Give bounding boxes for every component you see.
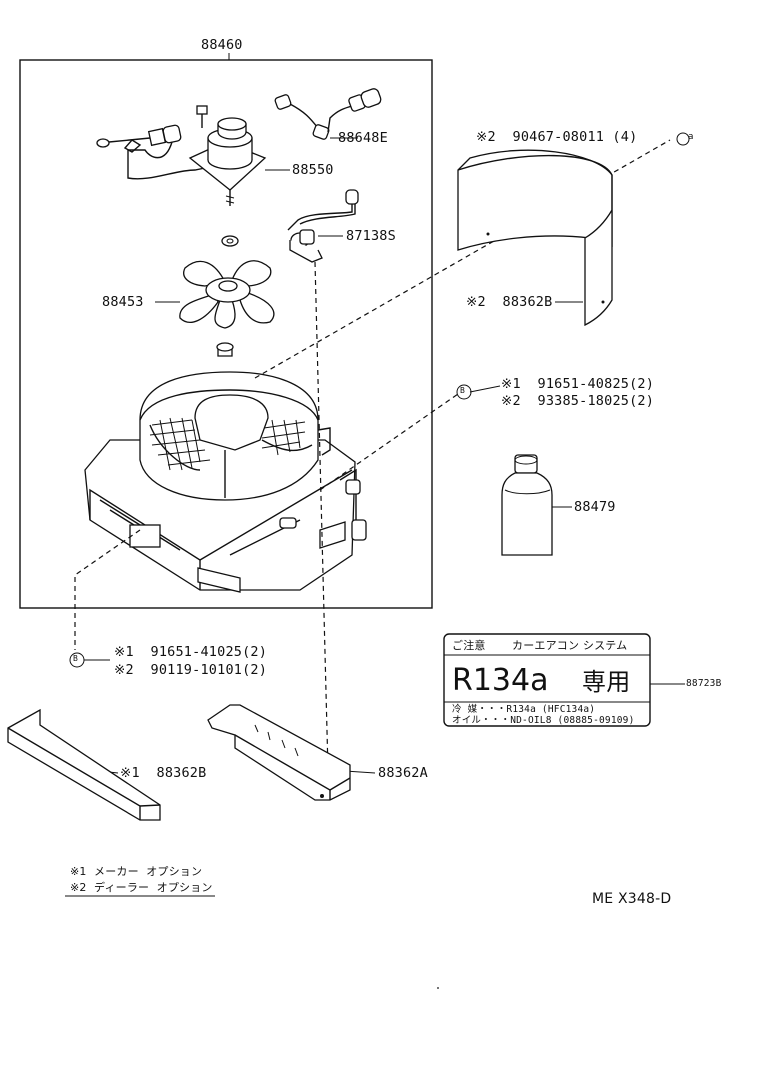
label-plate-drawing <box>443 633 651 727</box>
fan-88453-drawing <box>155 260 275 329</box>
sensor-87138s-drawing <box>287 189 359 263</box>
callout-88362b-bottom: ※1 88362B <box>120 765 207 781</box>
callout-bolt-bottom-2: ※2 90119-10101(2) <box>114 662 268 678</box>
diagram-code: ME X348-D <box>592 891 672 907</box>
oil-can-88479-drawing <box>501 454 553 556</box>
marker-a-label: a <box>688 132 694 142</box>
legend-line-1: ※1 メーカー オプション <box>70 865 203 878</box>
callout-87138s: 87138S <box>346 228 396 244</box>
bracket-88362b-bottom-drawing <box>7 708 161 821</box>
marker-b-top-label: B <box>460 386 466 395</box>
callout-88453: 88453 <box>102 294 144 310</box>
callout-88550: 88550 <box>292 162 334 178</box>
plate-line-2: オイル・・・ND-OIL8 (08885-09109) <box>452 715 635 726</box>
bolt-drawing <box>196 105 208 128</box>
callout-88479: 88479 <box>574 499 616 515</box>
callout-88362b-top: ※2 88362B <box>466 294 553 310</box>
callout-88362a: 88362A <box>378 765 428 781</box>
harness-88648e-drawing <box>274 88 382 140</box>
cover-88362b-top-drawing <box>457 149 613 327</box>
callout-bolt-bottom-1: ※1 91651-41025(2) <box>114 644 268 660</box>
blower-housing-drawing <box>84 371 367 593</box>
plate-line-1: 冷 媒・・・R134a (HFC134a) <box>452 704 596 715</box>
marker-b-bottom-label: B <box>73 654 79 663</box>
callout-88723b: 88723B <box>686 678 722 689</box>
callout-bolt-top-1: ※1 91651-40825(2) <box>501 376 655 392</box>
plate-caution: ご注意 <box>452 639 486 652</box>
plate-dedicated: 専用 <box>582 668 631 696</box>
callout-bolt-top-2: ※2 93385-18025(2) <box>501 393 655 409</box>
marker-a <box>676 132 690 146</box>
plate-system: カーエアコン システム <box>512 639 628 652</box>
wire-harness-drawing <box>96 124 206 180</box>
leader-line <box>74 529 141 650</box>
bracket-88362a-drawing <box>207 704 351 801</box>
assembly-frame <box>19 59 433 609</box>
callout-88648e: 88648E <box>338 130 388 146</box>
washer-drawing <box>221 235 239 247</box>
leader-line <box>314 261 329 771</box>
nut-drawing <box>216 342 234 357</box>
blower-motor-drawing <box>188 117 267 206</box>
plate-refrigerant: R134a <box>452 663 549 698</box>
leader-line <box>319 393 459 491</box>
assembly-part-number: 88460 <box>201 37 243 53</box>
callout-90467: ※2 90467-08011 (4) <box>476 129 638 145</box>
legend-line-2: ※2 ディーラー オプション <box>70 881 213 894</box>
